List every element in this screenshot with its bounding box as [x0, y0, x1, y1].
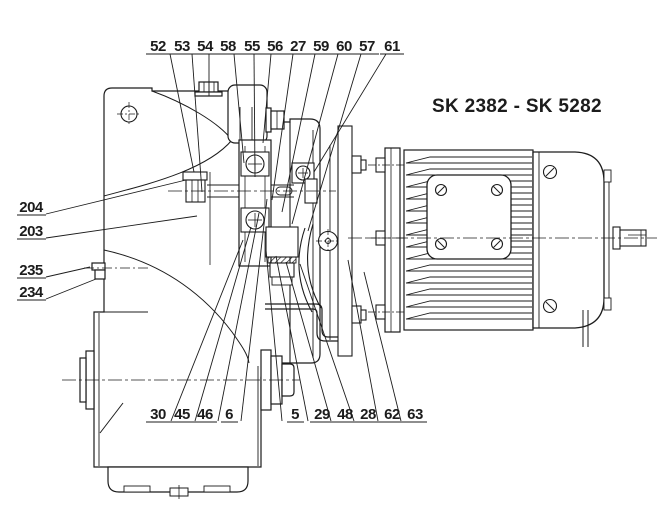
part-label: 28: [360, 406, 376, 423]
side-hex-bolt: [265, 107, 285, 133]
part-label: 63: [407, 406, 423, 423]
motor-flange: [368, 147, 410, 333]
part-label: 58: [220, 38, 236, 55]
part-label: 61: [384, 38, 400, 55]
adapter-bolt-top: [351, 155, 367, 174]
part-label: 53: [174, 38, 190, 55]
electric-motor: [368, 147, 647, 347]
endcap-screw: [542, 298, 558, 314]
terminal-box-plate: [426, 174, 512, 260]
motor-end-cap: [532, 151, 612, 347]
housing-bolt-hole: [117, 102, 141, 126]
part-label: 57: [359, 38, 375, 55]
diagram-title: SK 2382 - SK 5282: [432, 96, 602, 117]
plate-screw: [490, 183, 504, 197]
part-label: 6: [225, 406, 233, 423]
part-label: 5: [291, 406, 299, 423]
gearbox-housing: [79, 81, 321, 499]
housing-base: [107, 466, 249, 499]
part-label: 204: [19, 199, 44, 216]
part-label: 59: [313, 38, 329, 55]
plate-screw: [434, 237, 448, 251]
motor-body: [403, 149, 534, 331]
pinion-bearing: [291, 162, 315, 184]
part-label: 48: [337, 406, 353, 423]
drain-plug: [169, 485, 189, 499]
part-label: 235: [19, 262, 43, 279]
part-label: 62: [384, 406, 400, 423]
coupling: [265, 226, 299, 286]
part-label: 52: [150, 38, 166, 55]
part-label: 29: [314, 406, 330, 423]
flange-bolt-washer: [316, 229, 340, 253]
bearing-boss: [227, 84, 268, 144]
part-label: 30: [150, 406, 166, 423]
part-label: 234: [19, 284, 44, 301]
part-label: 55: [244, 38, 260, 55]
top-hex-bolt: [194, 81, 223, 97]
centerlines: [62, 190, 657, 381]
part-label: 27: [290, 38, 306, 55]
part-label: 56: [267, 38, 283, 55]
cover-screw: [91, 262, 106, 280]
endcap-screw: [542, 164, 558, 180]
plate-screw: [434, 183, 448, 197]
part-label: 46: [197, 406, 213, 423]
part-label: 60: [336, 38, 352, 55]
part-label: 203: [19, 223, 43, 240]
part-label: 54: [197, 38, 214, 55]
leader-lines: [17, 53, 427, 423]
shaft-end-bolt: [182, 171, 208, 203]
lower-bearing: [240, 207, 270, 233]
part-labels: 52 53 54 58 55 56 27 59 60 57 61 204 203…: [19, 38, 423, 423]
part-label: 45: [174, 406, 190, 423]
plate-screw: [490, 237, 504, 251]
